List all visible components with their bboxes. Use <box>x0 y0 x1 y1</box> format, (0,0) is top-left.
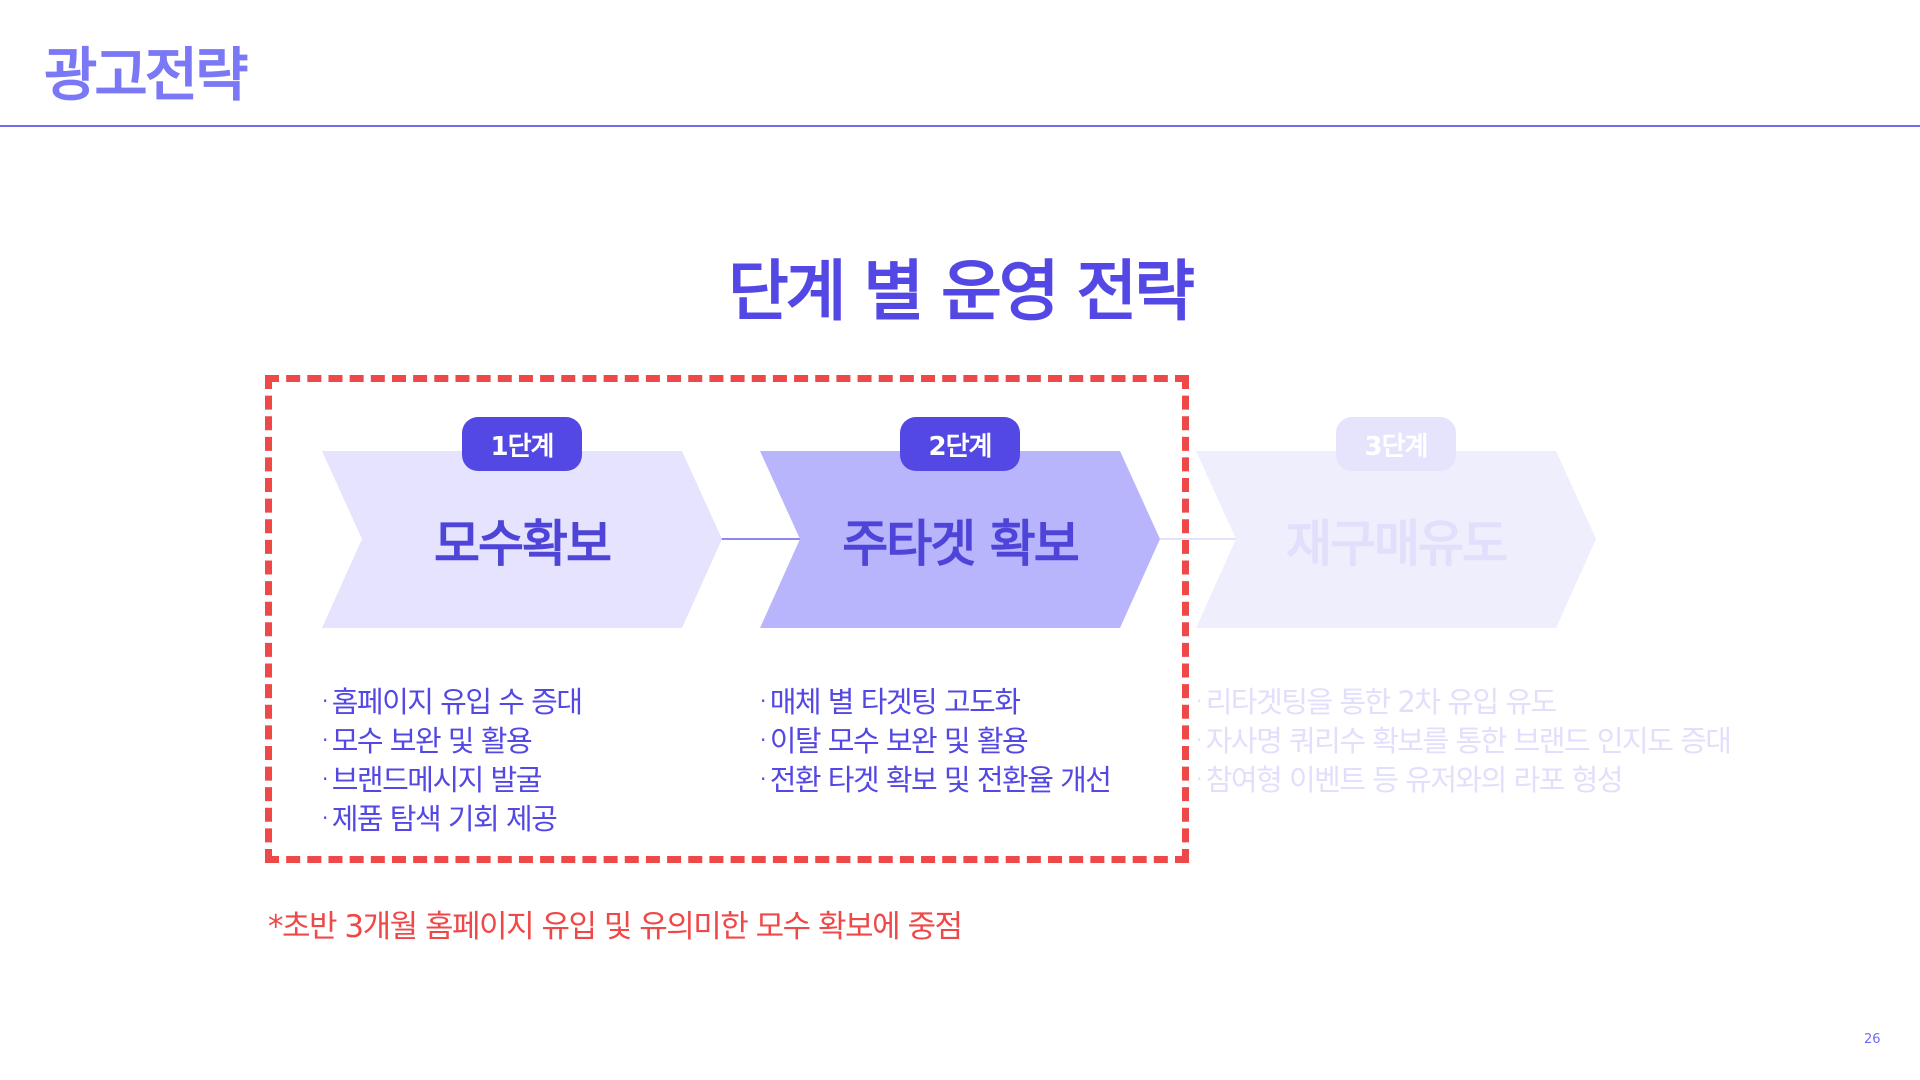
stage-2-title: 주타겟 확보 <box>842 514 1079 573</box>
header-title: 광고전략 <box>44 41 248 109</box>
list-item: 모수 보완 및 활용 <box>322 721 582 760</box>
stage-1-title: 모수확보 <box>434 514 612 573</box>
page-title: 단계 별 운영 전략 <box>728 253 1195 330</box>
list-item: 매체 별 타겟팅 고도화 <box>760 682 1110 721</box>
list-item: 전환 타겟 확보 및 전환율 개선 <box>760 760 1112 799</box>
list-item: 이탈 모수 보완 및 활용 <box>760 721 1110 760</box>
header-divider <box>0 125 1920 127</box>
list-item: 브랜드메시지 발굴 <box>322 760 582 799</box>
list-item: 참여형 이벤트 등 유저와의 라포 형성 <box>1196 760 1730 799</box>
stage-3-chevron: 재구매유도 <box>1196 451 1596 628</box>
connector-line <box>720 538 802 540</box>
stage-3-badge: 3단계 <box>1336 417 1456 471</box>
list-item: 홈페이지 유입 수 증대 <box>322 682 583 721</box>
stage-1-chevron: 모수확보 <box>322 451 722 628</box>
list-item: 제품 탐색 기회 제공 <box>322 799 582 838</box>
stage-2-badge: 2단계 <box>900 417 1020 471</box>
stage-1-badge: 1단계 <box>462 417 582 471</box>
page-number: 26 <box>1864 1032 1881 1047</box>
stage-2-chevron: 주타겟 확보 <box>760 451 1160 628</box>
stage-3-bullets: 리타겟팅을 통한 2차 유입 유도 자사명 쿼리수 확보를 통한 브랜드 인지도… <box>1196 682 1732 799</box>
footnote: *초반 3개월 홈페이지 유입 및 유의미한 모수 확보에 중점 <box>268 909 963 945</box>
connector-line <box>1158 538 1238 540</box>
stage-3-title: 재구매유도 <box>1286 514 1508 573</box>
list-item: 자사명 쿼리수 확보를 통한 브랜드 인지도 증대 <box>1196 721 1732 760</box>
list-item: 리타겟팅을 통한 2차 유입 유도 <box>1196 682 1730 721</box>
focus-highlight-box <box>265 375 1189 863</box>
stage-2-bullets: 매체 별 타겟팅 고도화 이탈 모수 보완 및 활용 전환 타겟 확보 및 전환… <box>760 682 1112 799</box>
stage-1-bullets: 홈페이지 유입 수 증대 모수 보완 및 활용 브랜드메시지 발굴 제품 탐색 … <box>322 682 583 838</box>
